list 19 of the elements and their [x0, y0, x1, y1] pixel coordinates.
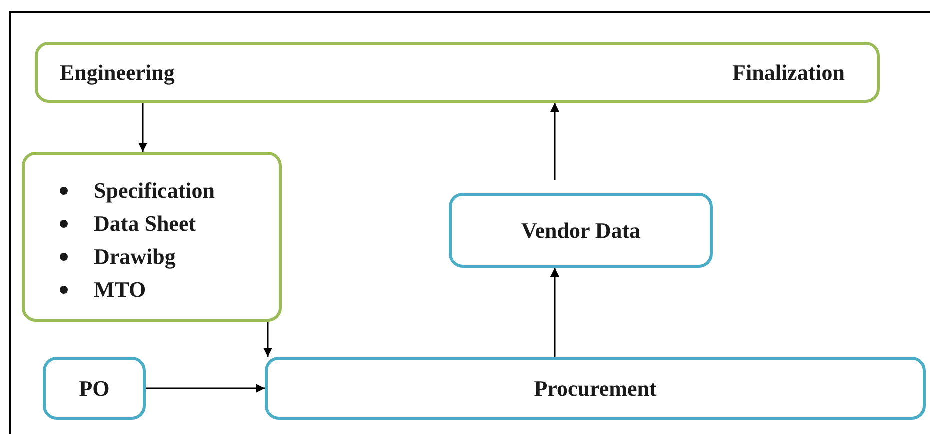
arrow	[264, 322, 272, 357]
arrow	[146, 384, 265, 393]
box-label: Vendor Data	[521, 216, 641, 244]
arrow	[550, 103, 560, 180]
stage-label: Engineering	[60, 58, 175, 87]
arrow	[550, 268, 560, 357]
stage-label: Finalization	[732, 58, 845, 86]
box-label: PO	[79, 374, 110, 402]
process-box	[265, 357, 926, 420]
box-label: Procurement	[534, 374, 657, 402]
list-item: Specification	[94, 177, 215, 205]
arrow	[138, 103, 148, 152]
stage-box	[35, 42, 880, 103]
deliverables-box	[22, 152, 282, 322]
list-item: Drawibg	[94, 243, 176, 271]
process-box	[43, 357, 146, 420]
list-item: MTO	[94, 276, 146, 304]
list-item: Data Sheet	[94, 210, 196, 238]
process-box	[449, 193, 713, 268]
